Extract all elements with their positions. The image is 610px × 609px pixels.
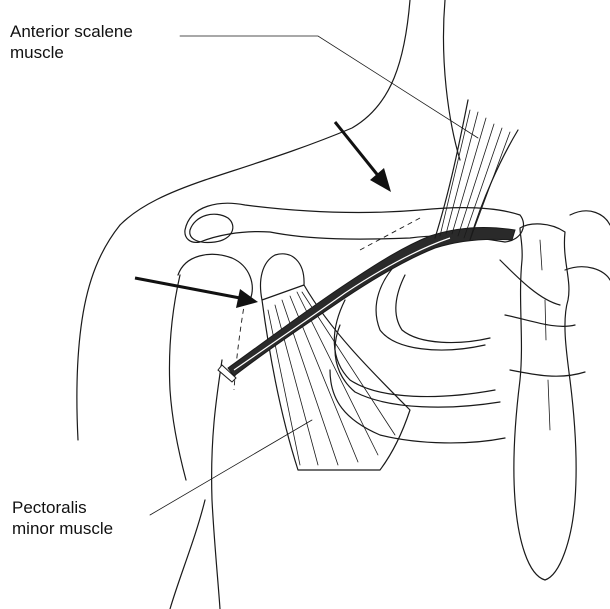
rib-cage bbox=[330, 211, 610, 443]
anterior-scalene-label-line2: muscle bbox=[10, 42, 133, 63]
sternum bbox=[514, 224, 576, 580]
left-arrow bbox=[135, 278, 258, 308]
subclavian-vessel bbox=[228, 228, 515, 376]
humerus-dashed bbox=[234, 300, 245, 390]
pectoralis-minor-muscle bbox=[262, 285, 410, 470]
pectoralis-fibers bbox=[268, 292, 395, 465]
pectoralis-minor-label-line1: Pectoralis bbox=[12, 497, 113, 518]
pectoralis-leader-line bbox=[150, 420, 312, 515]
scalene-leader-line bbox=[180, 36, 478, 138]
scalene-fibers bbox=[440, 110, 510, 240]
anterior-scalene-label-line1: Anterior scalene bbox=[10, 21, 133, 42]
shoulder-outline bbox=[77, 225, 120, 440]
arm-lower-outline bbox=[170, 500, 205, 609]
anterior-scalene-label: Anterior scalene muscle bbox=[10, 21, 133, 63]
arm-outline bbox=[169, 275, 186, 480]
upper-arrow bbox=[335, 122, 391, 192]
pectoralis-minor-label-line2: minor muscle bbox=[12, 518, 113, 539]
arm-inner-outline bbox=[212, 360, 222, 609]
anterior-scalene-muscle bbox=[435, 100, 518, 240]
sternum-detail bbox=[540, 240, 550, 430]
pectoralis-minor-label: Pectoralis minor muscle bbox=[12, 497, 113, 539]
neck-outline bbox=[120, 0, 410, 225]
back-outline bbox=[443, 0, 460, 160]
